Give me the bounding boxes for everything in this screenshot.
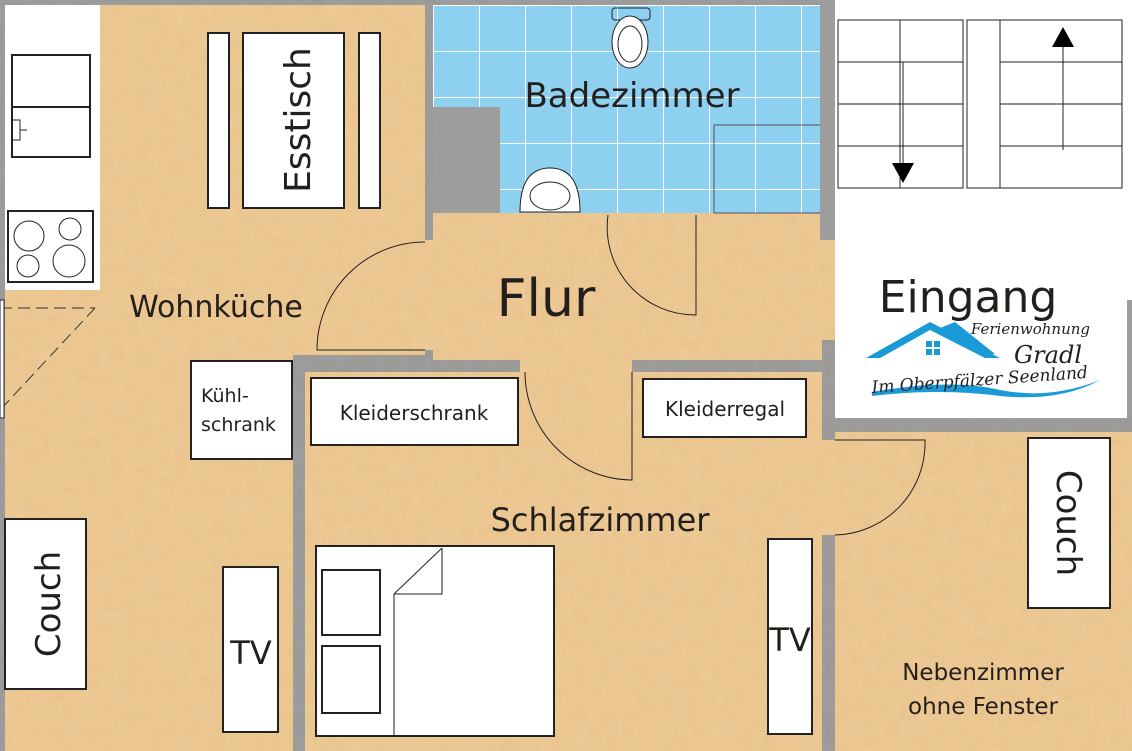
svg-text:Kleiderregal: Kleiderregal	[665, 397, 785, 421]
window-dashed-line	[0, 307, 96, 411]
svg-text:Kleiderschrank: Kleiderschrank	[340, 401, 489, 425]
room-label-wohnkueche: Wohnküche	[129, 290, 303, 325]
svg-text:Esstisch: Esstisch	[278, 47, 319, 193]
bathroom: Badezimmer	[433, 0, 835, 240]
room-label-badezimmer: Badezimmer	[524, 76, 739, 116]
room-label-nebenzimmer: Nebenzimmer	[902, 660, 1064, 686]
couch-left: Couch	[4, 518, 87, 690]
clothes-rack: Kleiderregal	[642, 378, 807, 438]
stove-icon	[7, 210, 94, 283]
room-label-schlafzimmer: Schlafzimmer	[491, 501, 711, 539]
sink-icon	[519, 167, 581, 213]
room-label-flur: Flur	[497, 269, 596, 329]
svg-text:Ferienwohnung: Ferienwohnung	[970, 320, 1090, 338]
svg-text:Gradl: Gradl	[1014, 341, 1082, 369]
arrow-down-icon	[892, 163, 914, 183]
svg-text:TV: TV	[768, 621, 811, 659]
room-label-eingang: Eingang	[879, 272, 1058, 323]
arrow-up-icon	[1052, 27, 1074, 47]
svg-text:schrank: schrank	[201, 414, 276, 436]
entrance-area	[835, 190, 1132, 418]
house-roof-icon	[866, 322, 1000, 358]
svg-text:Couch: Couch	[1048, 470, 1088, 576]
svg-text:Kühl-: Kühl-	[201, 385, 249, 407]
fridge-sink-unit	[11, 54, 91, 158]
svg-text:Couch: Couch	[29, 551, 69, 657]
doors	[316, 214, 926, 536]
couch-right: Couch	[1027, 437, 1111, 609]
fridge: Kühl- schrank	[190, 360, 293, 460]
tv-left: TV	[222, 566, 279, 733]
toilet-icon	[611, 7, 651, 69]
wardrobe: Kleiderschrank	[310, 377, 519, 446]
tv-right: TV	[767, 538, 813, 735]
svg-text:TV: TV	[229, 634, 272, 672]
dining-table: Esstisch	[207, 32, 381, 209]
room-label-nebenzimmer-sub: ohne Fenster	[908, 694, 1059, 720]
bed-icon	[315, 545, 555, 737]
